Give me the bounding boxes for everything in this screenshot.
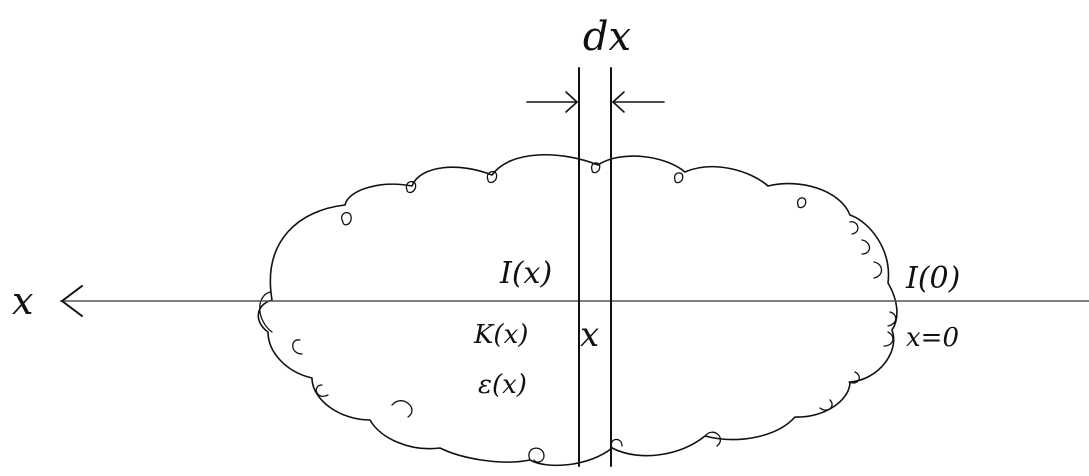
slab-position-label: x	[580, 315, 599, 355]
cloud-curls	[259, 162, 897, 463]
origin-label: x=0	[906, 323, 959, 353]
dx-label: dx	[583, 14, 631, 60]
cloud-outline	[257, 153, 898, 467]
intensity-x-label: I(x)	[499, 256, 552, 291]
intensity-0-label: I(0)	[905, 261, 960, 296]
x-axis-label: x	[12, 279, 33, 323]
emissivity-x-label: ε(x)	[478, 370, 527, 400]
absorption-x-label: K(x)	[473, 320, 528, 350]
dx-arrow-right	[612, 91, 665, 113]
dx-arrow-left	[526, 91, 578, 113]
x-axis-arrowhead	[61, 285, 83, 317]
